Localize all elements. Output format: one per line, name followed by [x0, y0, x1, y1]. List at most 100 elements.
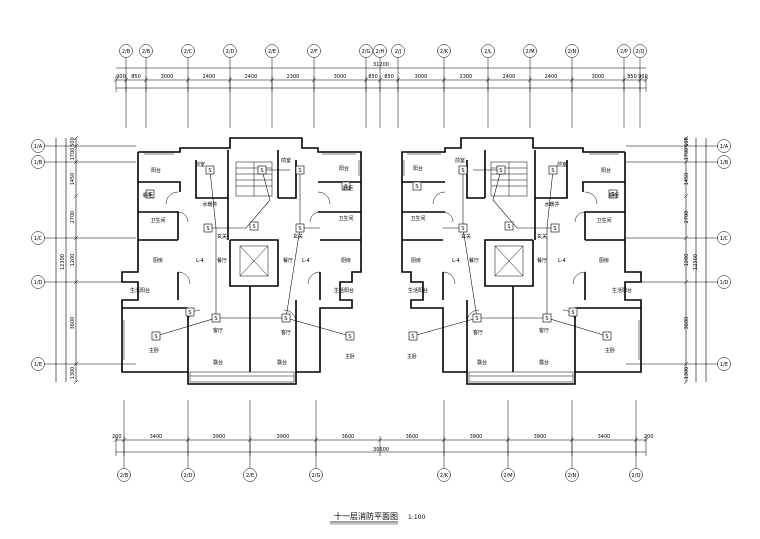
left-dim-value: 3600	[70, 317, 76, 330]
bottom-axis-label: 2/D	[184, 473, 193, 479]
smoke-detector-label: S	[154, 334, 157, 340]
smoke-detector-label: S	[507, 224, 510, 230]
tag-l4-a: L-4	[196, 258, 204, 264]
smoke-detector-icon	[281, 313, 291, 323]
top-dim-value: 2400	[545, 74, 558, 80]
room-kitchen-2: 厨房	[341, 257, 351, 264]
bottom-axis-bubble	[629, 468, 643, 482]
left-dim-value: 1300	[70, 367, 76, 380]
top-dim-value: 850	[131, 74, 141, 80]
left-dim-value: 1450	[70, 173, 76, 186]
drawing-title: 十一层消防平面图	[334, 511, 398, 521]
top-dim-value: 900	[116, 74, 126, 80]
right-dim-value: 500	[684, 137, 690, 147]
room-hall-3: 玄关	[461, 233, 471, 240]
bottom-axis-bubble	[501, 468, 515, 482]
smoke-detector-label: S	[551, 168, 554, 174]
right-axis-bubble	[717, 357, 731, 371]
left-axis-bubble	[31, 357, 45, 371]
smoke-detector-icon	[145, 189, 155, 199]
right-axis-label: 1/C	[720, 236, 729, 242]
room-living-3: 客厅	[473, 329, 483, 336]
top-axis-label: 2/L	[484, 49, 492, 55]
room-terrace: 露台	[213, 359, 223, 366]
smoke-detector-icon	[151, 331, 161, 341]
stair-left-unit	[235, 161, 273, 197]
top-axis-bubble	[565, 44, 579, 58]
smoke-detector-icon	[211, 313, 221, 323]
top-axis-bubble	[437, 44, 451, 58]
room-balcony-2: 阳台	[339, 165, 349, 172]
right-axis-label: 1/A	[720, 144, 729, 150]
room-lobby: 前室	[195, 161, 205, 168]
room-hall-2: 玄关	[293, 233, 303, 240]
top-axis-bubble	[359, 44, 373, 58]
room-master: 主卧	[149, 347, 159, 354]
room-utility: 生活阳台	[130, 287, 150, 294]
room-dining-2: 餐厅	[283, 257, 293, 264]
room-dining: 餐厅	[217, 257, 227, 264]
smoke-detector-label: S	[461, 168, 464, 174]
bottom-axis-label: 2/M	[503, 473, 512, 479]
smoke-detector-icon	[568, 307, 578, 317]
bottom-axis-bubble	[181, 468, 195, 482]
smoke-detector-label: S	[344, 184, 347, 190]
smoke-detector-icon	[602, 331, 612, 341]
room-kitchen-3: 厨房	[411, 257, 421, 264]
room-kitchen-4: 厨房	[599, 257, 609, 264]
left-axis-bubble	[31, 155, 45, 169]
room-living-2: 客厅	[281, 329, 291, 336]
room-utility-4: 生活阳台	[612, 287, 632, 294]
smoke-detector-icon	[496, 165, 506, 175]
smoke-detector-label: S	[284, 316, 287, 322]
bottom-dim-value: 3900	[470, 434, 483, 440]
top-axis-label: 2/M	[525, 49, 534, 55]
right-dim-value: 1700	[684, 148, 690, 161]
bottom-axis-bubble	[437, 468, 451, 482]
smoke-detector-icon	[458, 165, 468, 175]
bottom-axis-bubble	[565, 468, 579, 482]
room-dining-3: 餐厅	[469, 257, 479, 264]
right-dim-value: 1300	[684, 367, 690, 380]
smoke-detector-label: S	[571, 310, 574, 316]
top-axis-bubble	[617, 44, 631, 58]
top-axis-bubble	[523, 44, 537, 58]
right-axis-label: 1/B	[720, 160, 729, 166]
bottom-side-right: 200	[644, 434, 654, 440]
smoke-detector-label: S	[461, 226, 464, 232]
room-cabinet: 橱柜	[143, 192, 153, 199]
room-master-3: 主卧	[407, 353, 417, 360]
left-axis-label: 1/E	[34, 362, 42, 368]
room-labels-left: 阳台 橱柜 卫生间 厨房 生活阳台 主卧 前室 水暖井 玄关 餐厅 客厅 露台 …	[130, 157, 355, 366]
room-bath: 卫生间	[150, 217, 165, 224]
room-utility-3: 生活阳台	[408, 287, 428, 294]
left-axis-label: 1/D	[34, 280, 43, 286]
smoke-detector-label: S	[411, 334, 414, 340]
room-living: 客厅	[213, 327, 223, 334]
elevator-left	[239, 245, 269, 277]
drawing-scale: 1:100	[408, 514, 425, 521]
room-balcony: 阳台	[151, 167, 161, 174]
bottom-dim-value: 3900	[534, 434, 547, 440]
smoke-detector-label: S	[298, 168, 301, 174]
smoke-detector-icon	[341, 181, 351, 191]
top-axis-bubble	[223, 44, 237, 58]
smoke-detector-icon	[408, 331, 418, 341]
bottom-dim-value: 3400	[150, 434, 163, 440]
smoke-detector-icon	[504, 221, 514, 231]
bottom-axis-bubble	[309, 468, 323, 482]
top-axis-label: 2/N	[568, 49, 577, 55]
fire-wiring-right	[412, 169, 608, 337]
smoke-detector-icon	[542, 313, 552, 323]
right-axis-bubble	[717, 139, 731, 153]
right-axis-bubble	[717, 231, 731, 245]
room-cabinet-2: 橱柜	[343, 185, 353, 192]
top-axis-label: 2/G	[362, 49, 371, 55]
tag-l4-c: L-4	[452, 258, 460, 264]
top-axis-label: 2/F	[310, 49, 318, 55]
room-living-4: 客厅	[539, 327, 549, 334]
